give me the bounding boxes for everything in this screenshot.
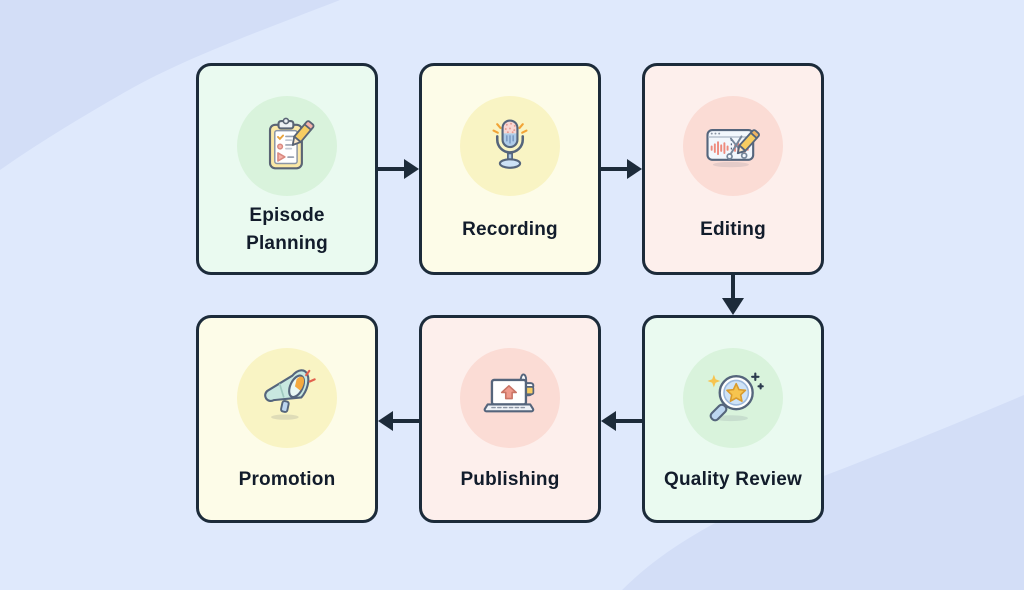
icon-circle — [460, 348, 560, 448]
icon-circle — [237, 348, 337, 448]
arrow-episode-planning-to-recording — [378, 159, 419, 179]
step-label: Quality Review — [664, 468, 802, 490]
step-card-recording: Recording — [419, 63, 601, 275]
arrow-publishing-to-promotion — [378, 411, 419, 431]
laptop-upload-icon — [483, 373, 535, 413]
step-card-publishing: Publishing — [419, 315, 601, 523]
arrow-quality-review-to-publishing — [601, 411, 642, 431]
icon-circle — [237, 96, 337, 196]
step-label: Editing — [700, 218, 766, 240]
step-card-episode-planning: Episode Planning — [196, 63, 378, 275]
step-label: Publishing — [460, 468, 560, 490]
icon-circle — [683, 96, 783, 196]
clipboard-checklist-icon — [268, 117, 315, 170]
arrow-editing-to-quality-review — [722, 275, 744, 315]
step-card-editing: Editing — [642, 63, 824, 275]
icon-circle — [460, 96, 560, 196]
magnifier-star-icon — [707, 372, 764, 422]
step-card-promotion: Promotion — [196, 315, 378, 523]
step-label: Recording — [462, 218, 558, 240]
arrow-recording-to-editing — [601, 159, 642, 179]
megaphone-icon — [264, 369, 316, 420]
step-label: Promotion — [238, 468, 336, 490]
icon-circle — [683, 348, 783, 448]
microphone-icon — [492, 119, 528, 169]
audio-editing-icon — [706, 129, 760, 168]
step-label: Episode Planning — [246, 204, 328, 255]
step-card-quality-review: Quality Review — [642, 315, 824, 523]
